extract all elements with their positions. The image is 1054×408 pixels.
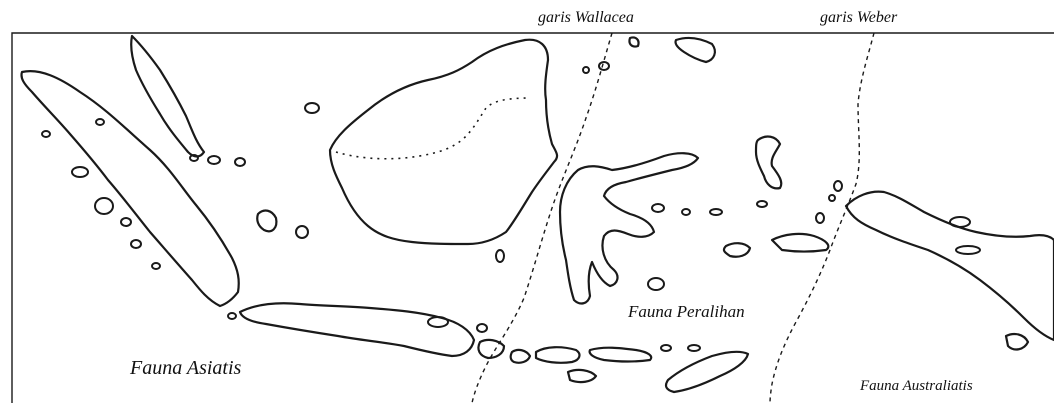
misool-islet [815,212,825,224]
riau-islet-1 [207,155,221,165]
sula-islet-2 [681,208,691,216]
riau-islet-3 [189,154,199,162]
timor-island [664,350,750,394]
obi-islet [756,200,768,208]
wallace-line-label: garis Wallacea [538,9,634,26]
morotai-islet [598,61,610,71]
sulawesi-island [558,152,700,305]
banggai-islet [647,277,665,291]
lombok-island [509,348,532,364]
alor-islet [660,344,672,352]
anambas-islet [95,118,105,126]
weber-line-label: garis Weber [820,9,898,26]
sumba-island [566,368,598,384]
halmahera-island [754,135,783,190]
malay-peninsula [130,34,206,158]
nias-island [71,166,89,178]
sula-islet-3 [709,208,723,216]
kangean-islet [476,323,488,333]
bangka-island [256,209,278,233]
flores-island [588,346,653,363]
siberut-island [94,197,114,215]
wallace-line [471,32,613,404]
natuna-island [304,102,320,114]
mentawai-islet-3 [151,262,161,270]
waigeo-islet [833,180,843,192]
fauna-australiatis-label: Fauna Australiatis [859,378,973,394]
fauna-peralihan-label: Fauna Peralihan [627,302,745,321]
yapen-islet [955,245,981,255]
aru-island [1004,332,1030,351]
fauna-asiatis-label: Fauna Asiatis [129,357,242,379]
mentawai-islet-1 [120,217,132,227]
borneo-island [328,38,559,246]
simeulue-island [41,130,51,138]
mentawai-islet-2 [130,239,142,249]
bali-island [477,338,506,360]
seram-island [770,232,830,253]
buru-island [722,242,752,258]
sumatra-island [20,70,240,308]
map-frame [11,32,1054,403]
sula-islet-1 [651,203,665,213]
riau-islet-2 [234,157,246,167]
sangihe-islet [582,66,590,74]
sumbawa-island [534,346,581,364]
northern-islet-1 [628,36,640,48]
banda-islet [828,194,836,202]
belitung-island [295,225,309,239]
wetar-islet [687,344,701,352]
java-island [238,302,476,358]
weber-line [769,32,875,404]
madura-islet [427,316,449,328]
borneo-border-line [335,97,531,160]
mindanao-fragment [674,36,716,64]
new-guinea-island [844,190,1054,342]
laut-islet [495,249,505,263]
karimata-islet [227,312,237,320]
kai-islet [949,216,971,228]
